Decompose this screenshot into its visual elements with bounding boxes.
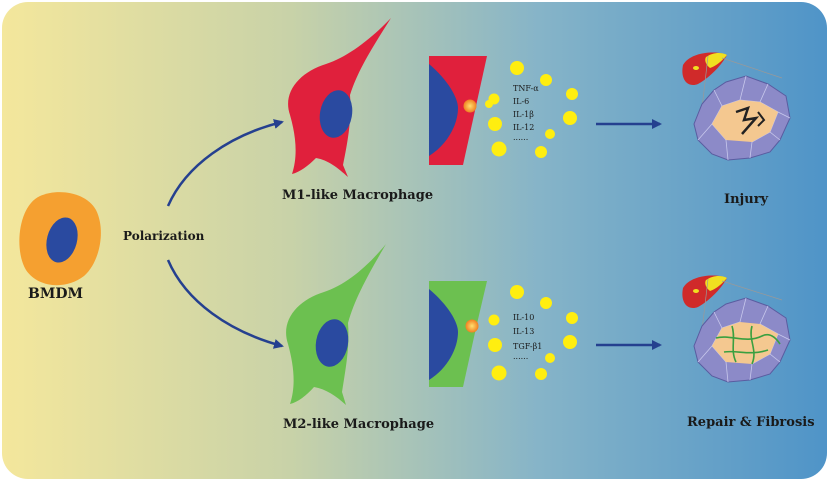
injury-label: Injury — [724, 192, 769, 207]
injury-liver-illustration — [682, 52, 791, 161]
m2-cytokine-label: IL-10 — [513, 313, 535, 322]
m1-cytokine-label: IL-1β — [513, 110, 534, 119]
m1-cytokine-dots — [485, 61, 578, 158]
m1-cell-closeup — [429, 56, 487, 165]
polarization-arrow-up — [166, 119, 284, 207]
m1-macrophage-label: M1-like Macrophage — [282, 188, 434, 203]
repair-liver-illustration — [682, 275, 791, 383]
m1-macrophage-cell — [288, 18, 391, 177]
m2-cytokine-label: IL-13 — [513, 327, 535, 336]
repair-fibrosis-label: Repair & Fibrosis — [687, 415, 815, 430]
background-panel — [2, 2, 827, 479]
bmdm-label: BMDM — [28, 286, 83, 302]
polarization-label: Polarization — [123, 229, 205, 243]
m1-cytokine-label: IL-6 — [513, 97, 530, 106]
m1-cytokine-label: IL-12 — [513, 123, 535, 132]
m2-cytokine-label: ...... — [513, 352, 529, 361]
m1-cytokine-label: TNF-α — [513, 84, 539, 93]
m2-macrophage-label: M2-like Macrophage — [283, 417, 435, 432]
m2-cytokine-label: TGF-β1 — [513, 342, 543, 351]
m2-macrophage-cell — [286, 244, 386, 405]
m1-cytokine-label: ...... — [513, 133, 529, 142]
bmdm-cell — [19, 192, 101, 286]
m2-cytokine-dots — [488, 285, 578, 381]
polarization-arrow-down — [166, 259, 284, 349]
m2-cell-closeup — [429, 281, 487, 387]
